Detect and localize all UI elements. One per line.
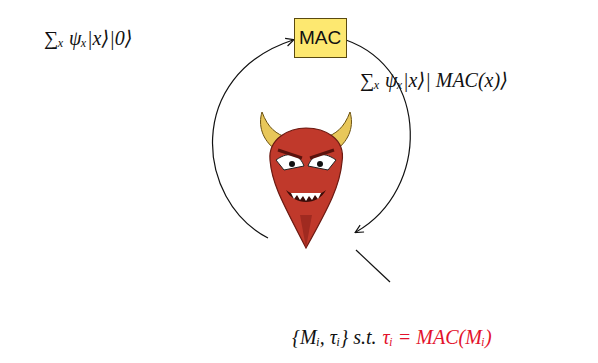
output-pairs: {Mᵢ, τᵢ} s.t. <box>292 326 376 349</box>
mac-box: MAC <box>294 18 347 58</box>
answer-arrow <box>346 40 410 232</box>
output-line <box>356 250 390 282</box>
answer-state: ∑ₓ ψₓ|x⟩| MAC(x)⟩ <box>360 68 508 92</box>
forgery-condition: τᵢ = MAC(Mᵢ) <box>382 326 491 349</box>
box-label: MAC <box>299 27 341 49</box>
devil-figure <box>261 112 352 248</box>
query-state: ∑ₓ ψₓ|x⟩|0⟩ <box>44 26 133 50</box>
